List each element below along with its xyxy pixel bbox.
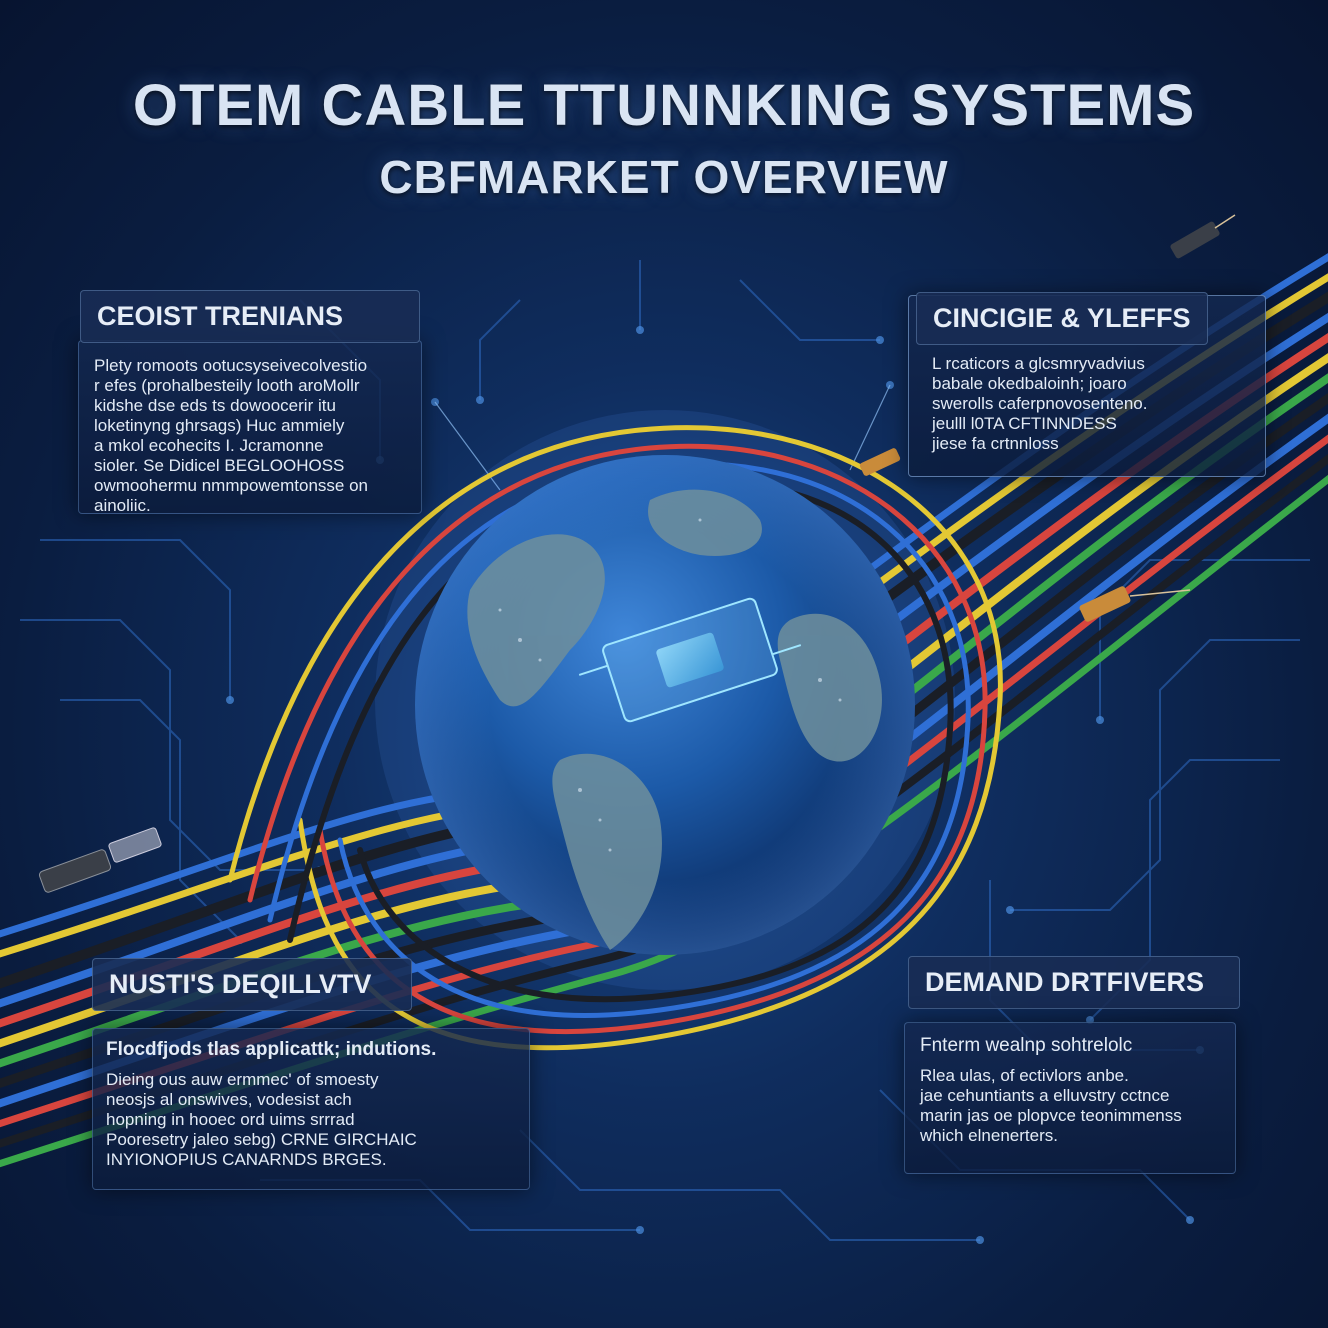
panel-bottom-left-body: Flocdfjods tlas applicattk; indutions. D… [106,1040,522,1170]
panel-bottom-left [92,1028,530,1190]
panel-line: INYIONOPIUS CANARNDS BRGES. [106,1150,387,1169]
panel-line: Pooresetry jaleo sebg) CRNE GIRCHAIC [106,1130,417,1149]
panel-lead: Fnterm wealnp sohtrelolc [920,1035,1133,1056]
panel-line: Dieing ous auw ermmec' of smoesty [106,1070,379,1089]
panel-line: r efes (prohalbesteily looth aroMollr [94,376,360,395]
circuit-traces [20,260,1310,1241]
rj45-connector-icon [38,827,162,893]
panel-top-left-heading: CEOIST TRENIANS [80,290,420,343]
chip-hologram-icon [578,597,802,723]
panel-line: Rlea ulas, of ectivlors anbe. [920,1066,1129,1085]
page-subtitle: CBFMARKET OVERVIEW [379,151,949,203]
panel-line: ainoliic. [94,496,151,515]
panel-line: kidshe dse eds ts dowoocerir itu [94,396,336,415]
panel-line: owmoohermu nmmpowemtonsse on [94,476,369,495]
panel-line: jeulll l0TA CFTINNDESS [932,414,1117,433]
panel-bottom-right-body: Fnterm wealnp sohtrelolc Rlea ulas, of e… [920,1036,1226,1146]
panel-line: babale okedbaloinh; joaro [932,374,1127,393]
panel-line: loketinyng ghrsags) Huc ammiely [94,416,345,435]
panel-bottom-right [904,1022,1236,1174]
panel-line: neosjs al onswives, vodesist ach [106,1090,352,1109]
globe-icon [415,455,915,955]
panel-line: Plety romoots ootucsyseivecolvestio [94,356,368,375]
panel-line: a mkol ecohecits I. Jcramonne [94,436,324,455]
panel-top-right-body: L rcaticors a glcsmryvadvius babale oked… [932,354,1252,454]
panel-lead: Flocdfjods tlas applicattk; indutions. [106,1039,437,1060]
panel-line: which elnenerters. [920,1126,1058,1145]
panel-top-right-heading: CINCIGIE & YLEFFS [916,292,1208,345]
panel-top-left-body: Plety romoots ootucsyseivecolvestio r ef… [94,356,410,516]
panel-top-left [78,340,422,514]
panel-line: hopning in hooec ord uims srrrad [106,1110,355,1129]
panel-line: jiese fa crtnnloss [932,434,1059,453]
panel-line: swerolls caferpnovosenteno. [932,394,1148,413]
panel-line: sioler. Se Didicel BEGLOOHOSS [94,456,345,475]
page-title: OTEM CABLE TTUNNKING SYSTEMS [132,73,1196,138]
panel-bottom-left-heading: NUSTI'S DEQILLVTV [92,958,412,1011]
panel-line: jae cehuntiants a elluvstry cctnce [920,1086,1170,1105]
panel-line: L rcaticors a glcsmryvadvius [932,354,1145,373]
panel-line: marin jas oe plopvce teonimmenss [920,1106,1182,1125]
panel-bottom-right-heading: DEMAND DRTFIVERS [908,956,1240,1009]
fiber-connector-icon [859,214,1236,622]
